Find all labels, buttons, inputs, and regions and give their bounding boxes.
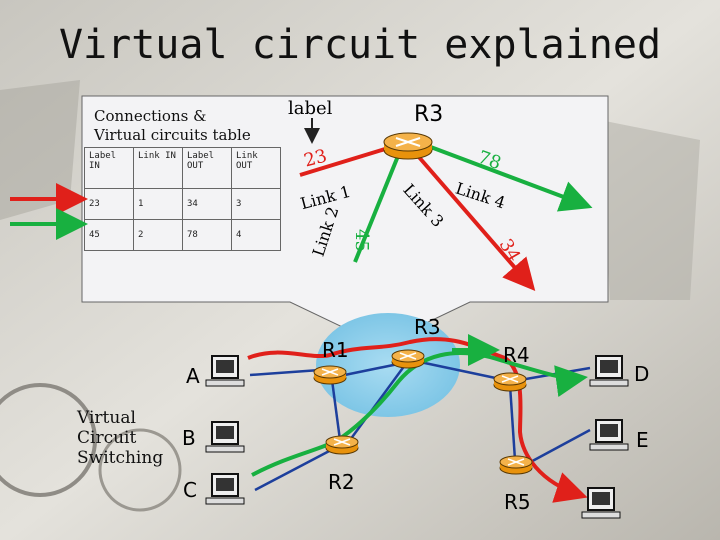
vc-cell: 1 [133, 188, 183, 220]
panel-router-label: R3 [414, 102, 444, 127]
host-e-icon [589, 419, 629, 451]
host-c-icon [205, 473, 245, 505]
slide-title: Virtual circuit explained [58, 22, 662, 68]
caption-line: Circuit [77, 428, 137, 448]
zoom-label-45: 45 [350, 229, 372, 252]
circuit-red [247, 337, 588, 503]
zoom-router-icon [383, 132, 433, 160]
caption: Virtual Circuit Switching [77, 408, 163, 468]
host-a-label: A [186, 364, 200, 388]
caption-line: Virtual [77, 408, 136, 428]
panel-heading-line2: Virtual circuits table [94, 126, 251, 144]
router-r1-label: R1 [322, 338, 349, 362]
router-r5 [499, 455, 533, 475]
link1-line [299, 144, 396, 177]
table-row: 45 2 78 4 [84, 219, 281, 251]
vc-table: Label IN Link IN Label OUT Link OUT 23 1… [84, 147, 281, 251]
link3-line [416, 154, 536, 292]
vc-header-link-in: Link IN [133, 147, 183, 189]
router-r4-label: R4 [503, 343, 530, 367]
panel-heading: Connections & Virtual circuits table [94, 107, 251, 145]
host-b-label: B [182, 426, 196, 450]
router-r5-label: R5 [504, 490, 531, 514]
router-r2-label: R2 [328, 470, 355, 494]
host-c-label: C [183, 478, 197, 502]
host-b-icon [205, 421, 245, 453]
host-f-icon [581, 487, 621, 519]
circuit-green [251, 351, 588, 477]
vc-header-label-out: Label OUT [182, 147, 232, 189]
router-r2 [325, 435, 359, 455]
vc-cell: 78 [182, 219, 232, 251]
label-pointer-text: label [288, 98, 333, 119]
router-r1 [313, 365, 347, 385]
vc-header-link-out: Link OUT [231, 147, 281, 189]
host-a-icon [205, 355, 245, 387]
vc-cell: 4 [231, 219, 281, 251]
vc-cell: 45 [84, 219, 134, 251]
caption-line: Switching [77, 448, 164, 468]
host-e-label: E [636, 428, 649, 452]
link2-line [353, 155, 400, 263]
table-row: 23 1 34 3 [84, 188, 281, 220]
router-r4 [493, 372, 527, 392]
panel-heading-line1: Connections & [94, 107, 207, 125]
host-d-icon [589, 355, 629, 387]
router-r3-label: R3 [414, 315, 441, 339]
host-d-label: D [634, 362, 650, 386]
router-r3 [391, 349, 425, 369]
link4-line [427, 144, 593, 212]
